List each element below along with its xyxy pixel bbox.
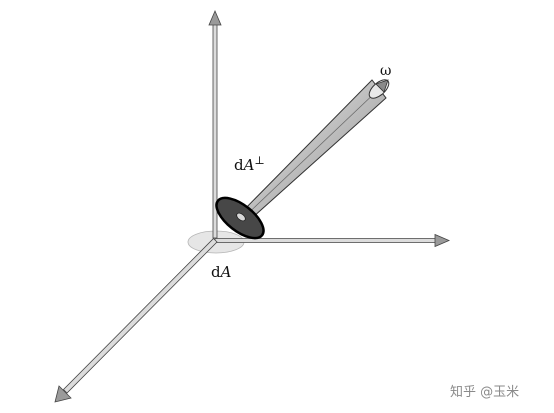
dA-perp-superscript: ⊥ [254,154,264,167]
horizontal-axis [214,233,451,248]
omega-arrowhead [368,79,390,99]
diagonal-axis [54,237,218,403]
watermark: 知乎 @玉米 [450,384,519,400]
omega-label: ω [380,63,391,79]
dA-perp-label: dA⊥ [234,154,265,174]
dA-A: A [219,263,232,281]
horizontal-axis-arrowhead [434,233,451,248]
perpendicular-area-disk [215,196,265,240]
vertical-axis-arrowhead [208,9,222,26]
direction-cone [235,79,387,227]
dA-label: dA [211,263,232,281]
dA-perp-A: A [242,156,255,174]
vertical-axis [208,9,222,239]
dA-d: d [211,263,221,281]
dA-perp-d: d [234,156,244,174]
diagonal-axis-arrowhead [54,385,72,403]
